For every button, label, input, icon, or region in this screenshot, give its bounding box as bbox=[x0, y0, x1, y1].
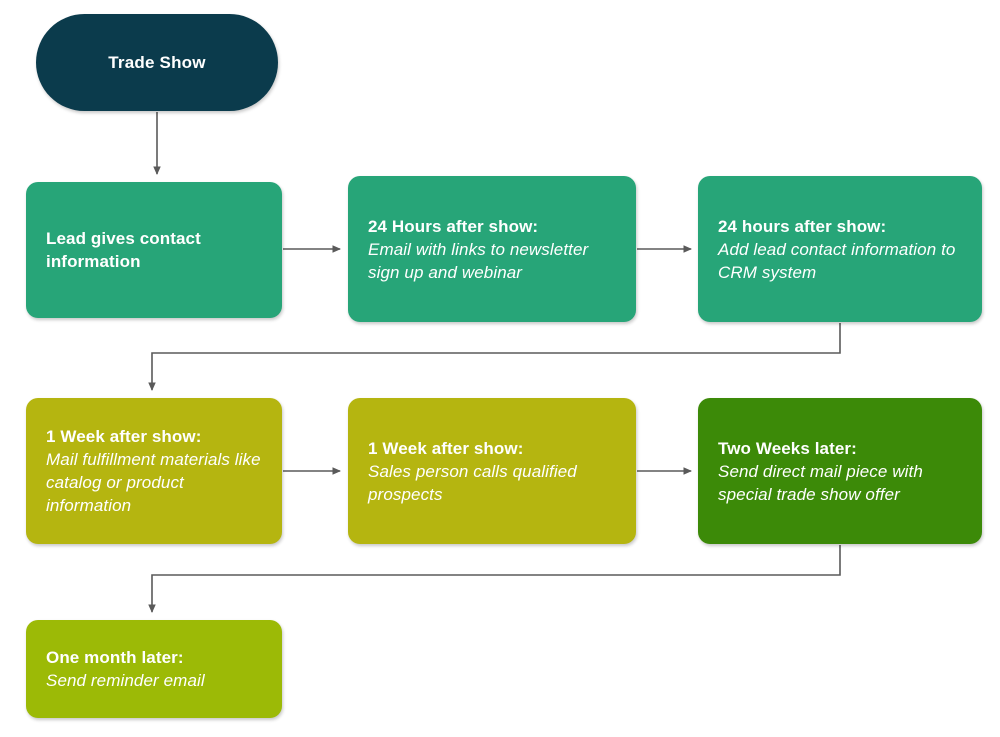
node-title: 1 Week after show: bbox=[368, 438, 524, 458]
node-title: Lead gives contact bbox=[46, 229, 201, 248]
node-title: 24 hours after show: bbox=[718, 216, 887, 236]
node-trade-show-label: Trade Show bbox=[108, 52, 206, 72]
node-body: Send reminder email bbox=[46, 671, 205, 690]
node-title: Two Weeks later: bbox=[718, 438, 857, 458]
node-body: Send direct mail piece with special trad… bbox=[718, 461, 923, 504]
connector-direct-mail-to-reminder-email bbox=[148, 545, 841, 614]
node-mail-fulfillment-materials[interactable]: 1 Week after show: Mail fulfillment mate… bbox=[26, 398, 282, 544]
node-body: Email with links to newsletter sign up a… bbox=[368, 239, 589, 282]
node-send-reminder-email[interactable]: One month later: Send reminder email bbox=[26, 620, 282, 718]
node-title: 1 Week after show: bbox=[46, 427, 202, 446]
node-body: Mail fulfillment materials like catalog … bbox=[46, 450, 261, 515]
connector-crm-to-mail-fulfillment bbox=[148, 323, 841, 392]
node-title-line2: information bbox=[46, 252, 141, 271]
node-sales-person-calls[interactable]: 1 Week after show: Sales person calls qu… bbox=[348, 398, 636, 544]
node-lead-gives-contact-information[interactable]: Lead gives contact information bbox=[26, 182, 282, 318]
node-body: Add lead contact information to CRM syst… bbox=[718, 239, 956, 282]
node-body: Sales person calls qualified prospects bbox=[368, 461, 577, 504]
node-add-lead-to-crm[interactable]: 24 hours after show: Add lead contact in… bbox=[698, 176, 982, 322]
node-title: One month later: bbox=[46, 648, 184, 667]
node-trade-show[interactable]: Trade Show bbox=[36, 14, 278, 111]
node-email-with-links[interactable]: 24 Hours after show: Email with links to… bbox=[348, 176, 636, 322]
node-send-direct-mail-piece[interactable]: Two Weeks later: Send direct mail piece … bbox=[698, 398, 982, 544]
node-title: 24 Hours after show: bbox=[368, 216, 539, 236]
